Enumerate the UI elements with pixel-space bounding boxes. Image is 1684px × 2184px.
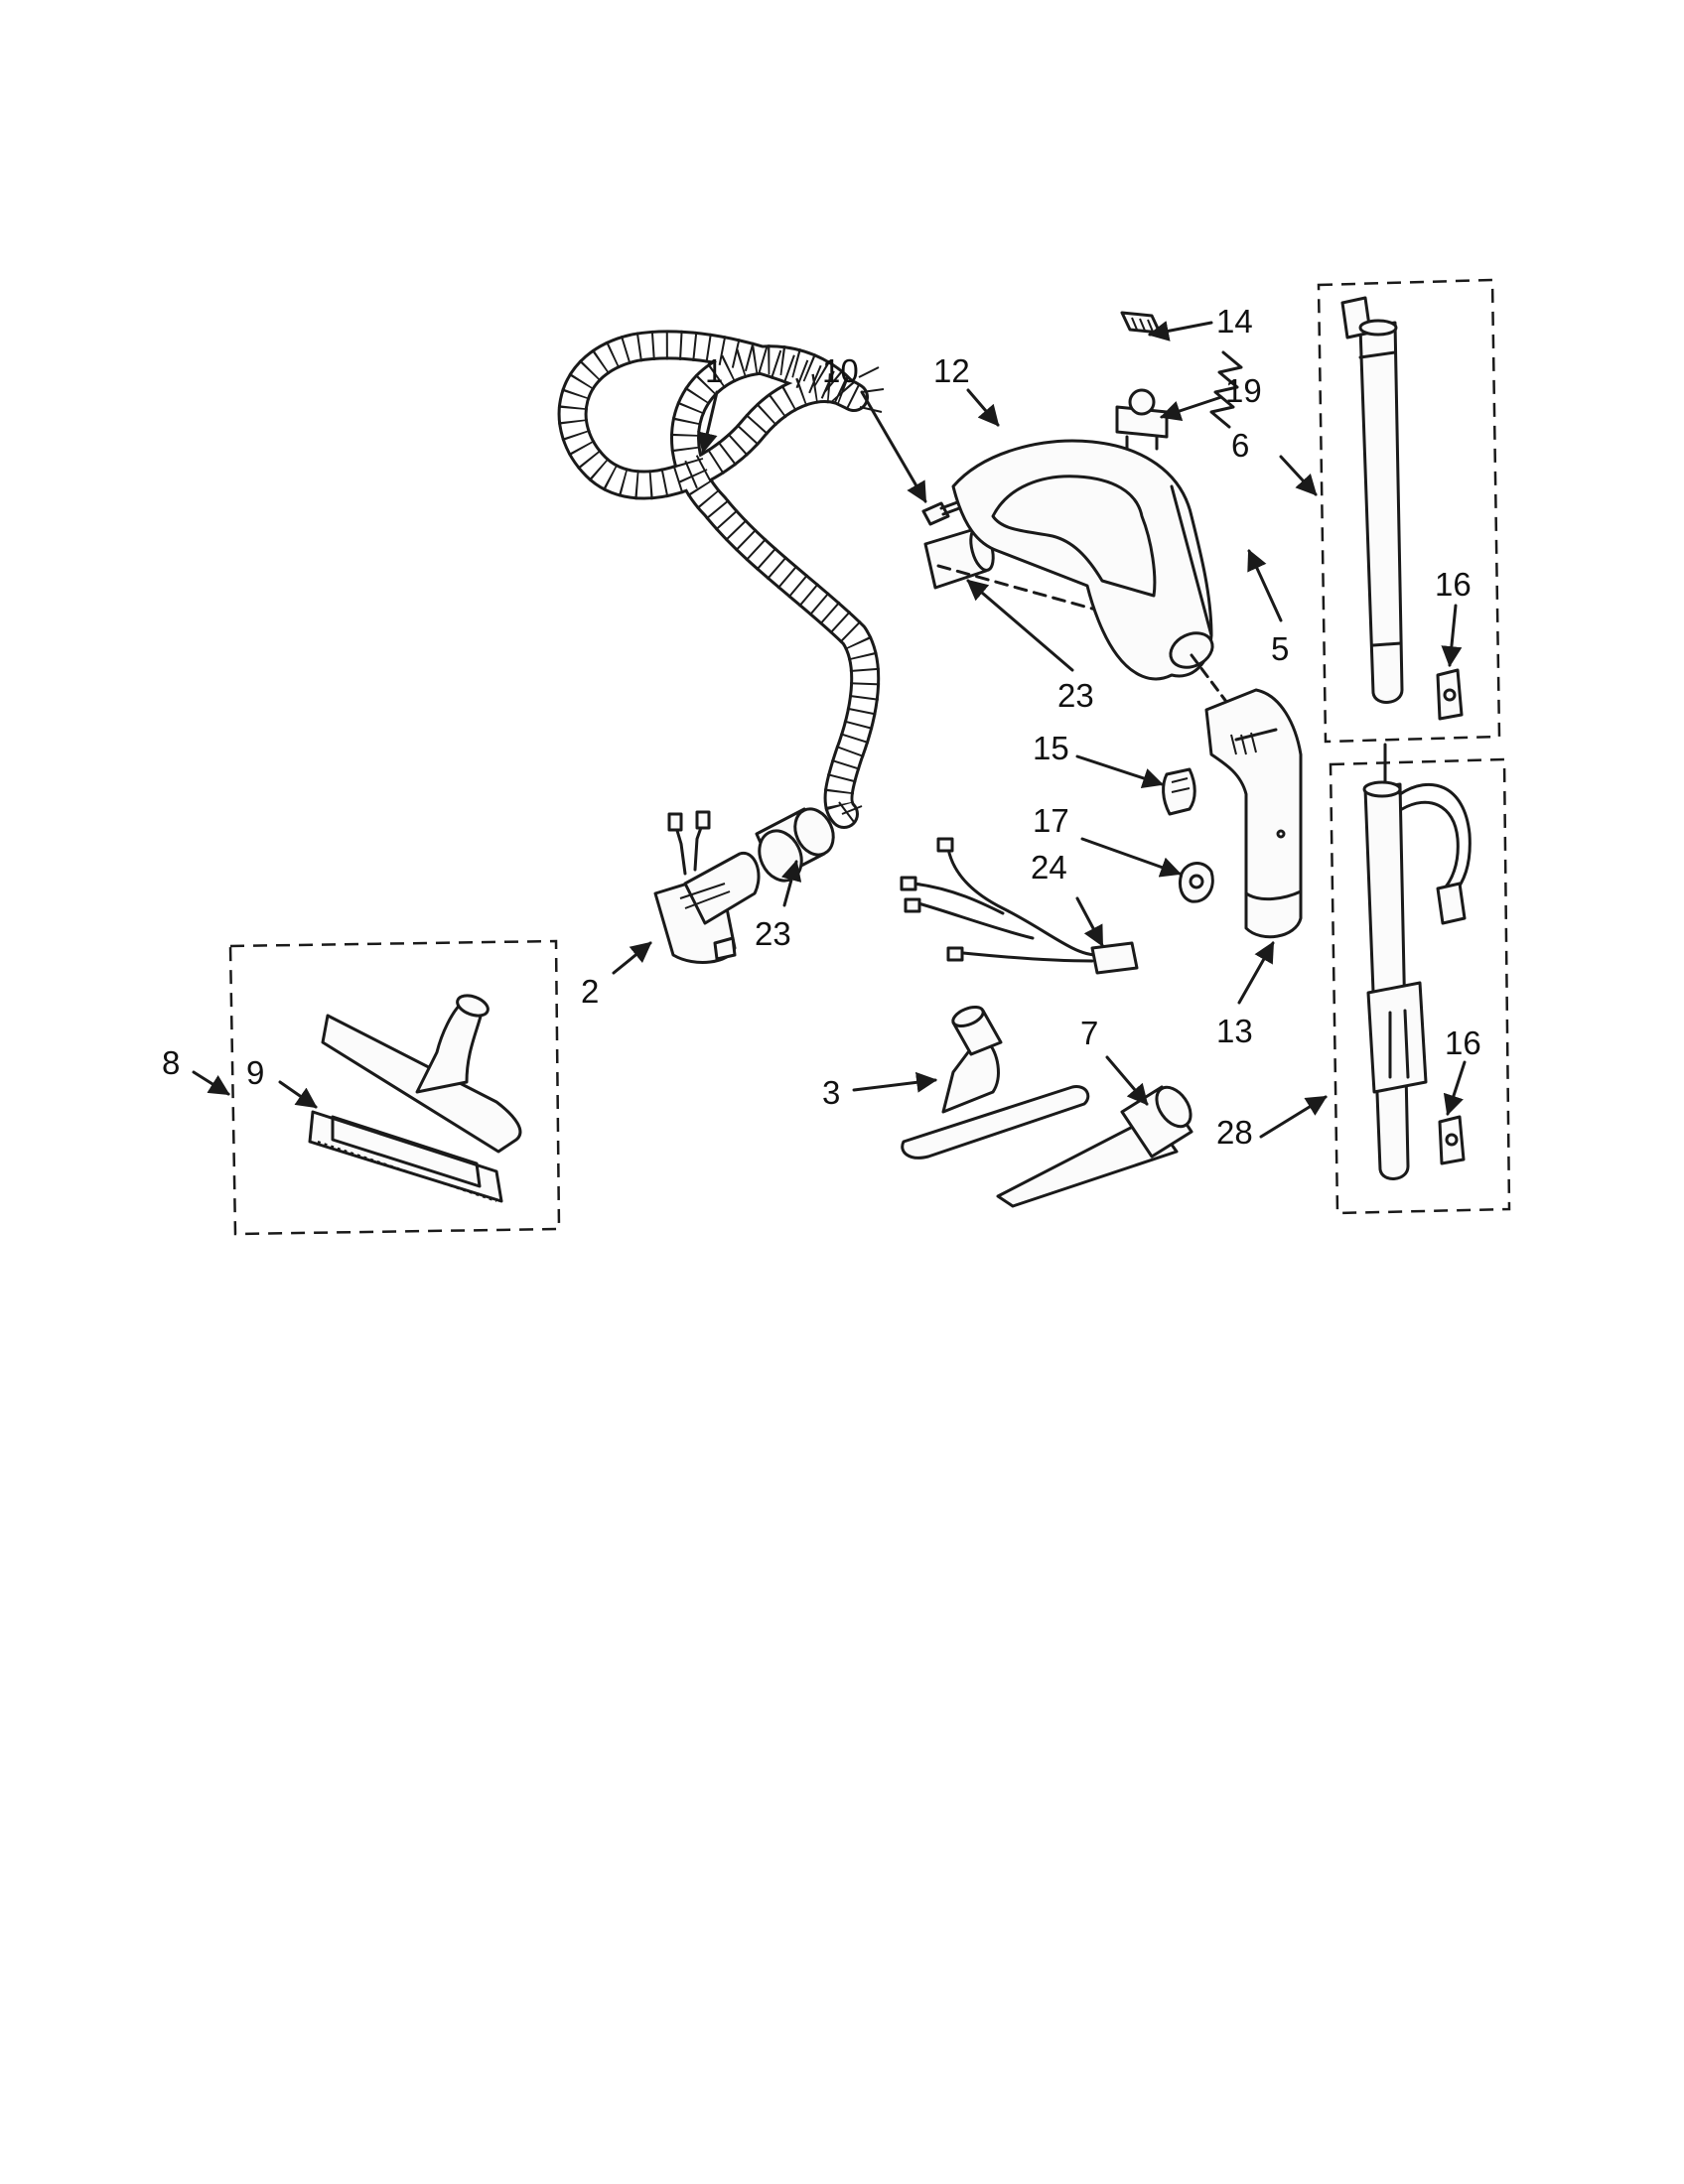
part-wand-elbow <box>1204 688 1303 939</box>
part-coupler <box>755 807 835 883</box>
part-swivel <box>653 810 761 964</box>
callout-24: 24 <box>1031 849 1067 886</box>
callout-16-lower: 16 <box>1445 1024 1481 1061</box>
callout-6: 6 <box>1231 427 1249 464</box>
callout-13: 13 <box>1216 1013 1253 1049</box>
callout-1: 1 <box>705 352 723 389</box>
callout-7: 7 <box>1080 1015 1098 1051</box>
leader-arrows <box>192 321 1467 1139</box>
callout-5: 5 <box>1271 630 1289 667</box>
part-switch-label <box>1120 311 1162 335</box>
group-upper-wand <box>1317 278 1501 786</box>
part-wiring-harness <box>900 837 1139 975</box>
callout-3: 3 <box>822 1074 840 1111</box>
callout-12: 12 <box>933 352 970 389</box>
callout-15: 15 <box>1033 730 1069 766</box>
part-crevice-tool <box>996 1085 1193 1208</box>
callout-labels: 1 10 12 14 19 6 5 16 23 15 17 24 23 2 13… <box>162 303 1481 1151</box>
callout-14: 14 <box>1216 303 1253 340</box>
callout-17: 17 <box>1033 802 1069 839</box>
part-hose <box>557 330 885 829</box>
callout-2: 2 <box>581 973 599 1010</box>
callout-8: 8 <box>162 1044 180 1081</box>
group-upholstery-kit <box>228 939 561 1236</box>
part-handle <box>951 439 1238 717</box>
callout-10: 10 <box>822 352 859 389</box>
callout-23-lower: 23 <box>755 915 791 952</box>
part-cap-upper <box>923 526 1119 617</box>
callout-19: 19 <box>1225 372 1262 409</box>
part-floor-tool <box>901 1005 1090 1160</box>
part-clip <box>1162 767 1196 816</box>
group-lower-wand <box>1329 757 1511 1215</box>
part-latch <box>1178 862 1214 903</box>
part-spring <box>1209 350 1243 429</box>
callout-28: 28 <box>1216 1114 1253 1151</box>
part-switch <box>1115 388 1169 451</box>
callout-9: 9 <box>246 1054 264 1091</box>
callout-16-upper: 16 <box>1435 566 1472 603</box>
callout-23-upper: 23 <box>1057 677 1094 714</box>
